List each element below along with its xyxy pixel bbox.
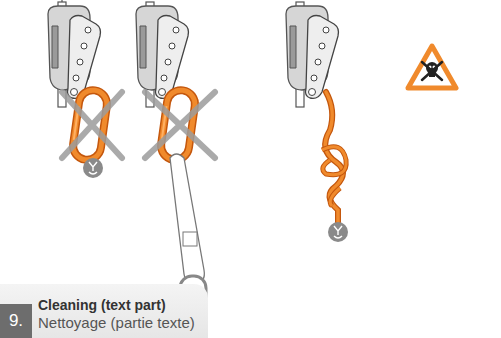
section-number: 9. — [9, 311, 23, 331]
section-number-tab: 9. — [0, 304, 32, 338]
section-subtitle: Nettoyage (partie texte) — [38, 314, 200, 332]
section-panel: Cleaning (text part)Nettoyage (partie te… — [0, 284, 208, 338]
section-title: Cleaning (text part) — [38, 296, 200, 314]
